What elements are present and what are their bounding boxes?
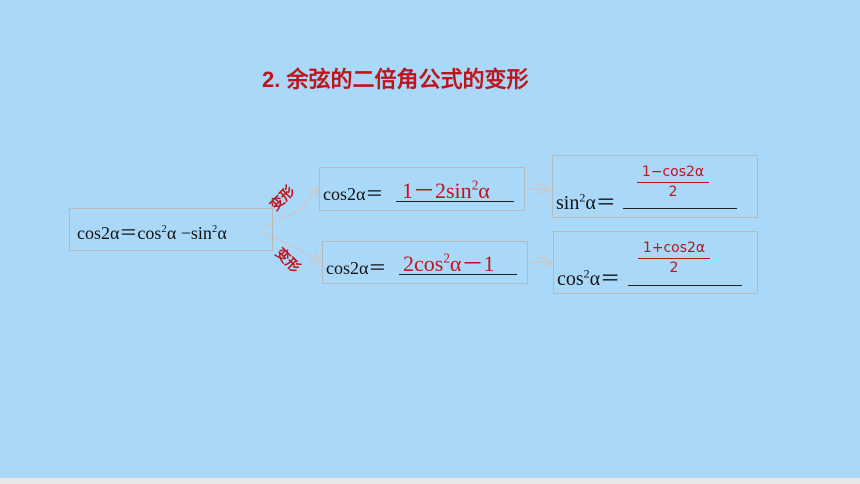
row1-blank bbox=[396, 201, 514, 202]
row2-right-prefix: cos2α＝ bbox=[557, 262, 620, 291]
row1-answer-part: α bbox=[478, 178, 490, 203]
source-formula-part: α bbox=[217, 223, 227, 243]
row1-right-part: α＝ bbox=[585, 192, 616, 214]
row2-left-prefix: cos2α＝ bbox=[326, 258, 387, 278]
row2-left-box: cos2α＝ 2cos2α－1 bbox=[322, 241, 528, 284]
slide-title: 2. 余弦的二倍角公式的变形 bbox=[262, 67, 529, 92]
row1-left-box: cos2α＝ 1－2sin2α bbox=[319, 167, 525, 211]
row1-right-part: sin bbox=[556, 192, 580, 214]
row2-answer-part: 2cos bbox=[403, 251, 444, 276]
row1-right-blank bbox=[623, 208, 737, 209]
row2-answer: 2cos2α－1 bbox=[403, 246, 494, 278]
fraction-numerator: 1+cos2α bbox=[642, 240, 706, 256]
source-formula-part: α −sin bbox=[166, 223, 212, 243]
superscript: 2 bbox=[443, 250, 450, 266]
row1-right-box: sin2α＝ 1−cos2α 2 bbox=[552, 155, 758, 218]
arrow-to-row2 bbox=[261, 231, 320, 262]
superscript: 2 bbox=[161, 223, 167, 235]
bottom-strip bbox=[0, 478, 860, 484]
row1-answer: 1－2sin2α bbox=[402, 173, 490, 205]
row1-right-prefix: sin2α＝ bbox=[556, 186, 616, 215]
fraction-bar bbox=[637, 182, 709, 183]
row2-answer-part: α－1 bbox=[449, 251, 495, 276]
row2-right-box: cos2α＝ 1+cos2α 2 bbox=[553, 231, 758, 294]
row2-right-blank bbox=[628, 285, 742, 286]
row2-fraction: 1+cos2α 2 bbox=[638, 240, 710, 276]
superscript: 2 bbox=[471, 177, 479, 193]
row1-answer-part: 1－2sin bbox=[402, 178, 472, 203]
fraction-numerator: 1−cos2α bbox=[641, 164, 705, 180]
fraction-bar bbox=[638, 258, 710, 259]
source-formula-box: cos2α＝cos2α −sin2α bbox=[69, 208, 273, 251]
source-formula-part: cos2α＝cos bbox=[77, 223, 162, 243]
row1-left-prefix: cos2α＝ bbox=[323, 184, 384, 204]
row2-blank bbox=[399, 274, 517, 275]
row2-right-part: α＝ bbox=[589, 268, 621, 290]
row2-right-part: cos bbox=[557, 268, 584, 290]
fraction-denominator: 2 bbox=[668, 184, 678, 200]
row1-fraction: 1−cos2α 2 bbox=[637, 164, 709, 200]
superscript: 2 bbox=[579, 190, 586, 205]
superscript: 2 bbox=[583, 266, 590, 281]
source-formula: cos2α＝cos2α −sin2α bbox=[77, 219, 227, 245]
superscript: 2 bbox=[211, 223, 218, 235]
arrow-to-row1 bbox=[261, 188, 318, 229]
fraction-denominator: 2 bbox=[669, 260, 679, 276]
